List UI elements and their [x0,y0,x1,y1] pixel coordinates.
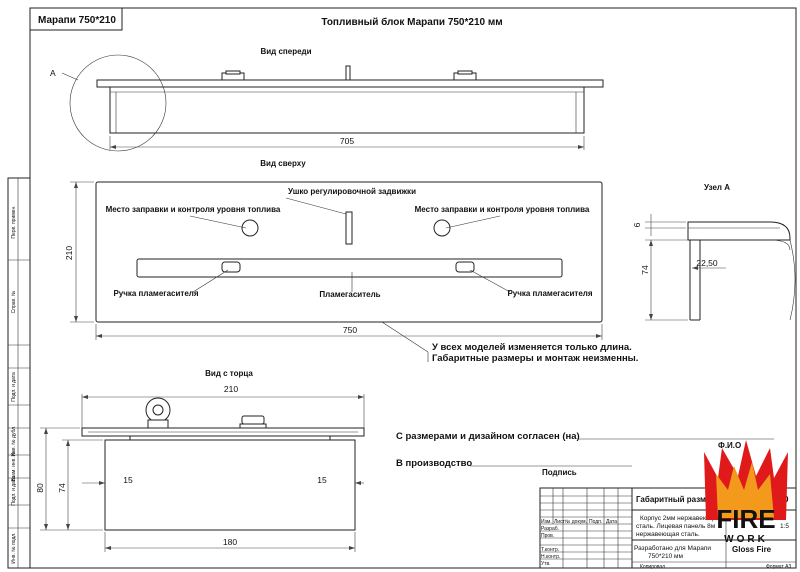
note-line-2: Габаритные размеры и монтаж неизменны. [432,353,638,364]
row-label-doc: № докум. [565,519,587,525]
agreed-text: С размерами и дизайном согласен (на) [396,431,580,442]
note-line-1: У всех моделей изменяется только длина. [432,342,632,353]
row-label-prov: Пров. [541,533,554,539]
node-a-dim-top: 6 [632,222,642,227]
end-view-title: Вид с торца [205,369,253,378]
material-line-3: нержавеющая сталь. [636,531,700,538]
flame-inner-icon [716,462,774,518]
extinguisher-slot [136,258,563,278]
row-label-tkontr: Т.контр. [541,547,559,553]
row-label-utv: Утв. [541,561,551,567]
material-line-1: Корпус 2мм нержавеющ [640,515,714,522]
developed-line-1: Разработано для Марапи [634,544,711,552]
top-dim-width: 750 [343,325,357,335]
end-dim-height-inner: 74 [57,483,67,493]
production-text: В производство [396,458,472,469]
handle-right-label: Ручка пламегасителя [507,289,592,298]
drawing-name: Габаритный разме [636,495,711,504]
node-a-title: Узел А [704,183,730,192]
node-a-dim-side: 74 [640,265,650,275]
top-view: Вид сверху Ушко регулировочной задвижки … [64,159,638,364]
side-strip-labels: Перв. примен. Справ. № Подп. и дата Инв.… [11,205,17,563]
firework-logo: FIRE WORK [704,440,788,545]
fill-right-label: Место заправки и контроля уровня топлива [415,205,590,214]
node-a-detail: Узел А 6 74 22,50 [632,183,796,321]
row-label-nkontr: Н.контр. [541,554,560,560]
row-label-razrab: Разраб. [541,526,559,532]
top-view-title: Вид сверху [260,159,306,168]
top-dim-height: 210 [64,246,74,260]
side-label-1: Перв. примен. [11,205,17,238]
callout-a-label: А [50,68,56,78]
node-a-dim-inner: 22,50 [696,258,718,268]
row-label-list: Лист [554,519,566,525]
row-label-izm: Изм. [541,519,552,525]
damper-label: Ушко регулировочной задвижки [288,187,416,196]
front-view-title: Вид спереди [260,47,311,56]
logo-word-bottom: WORK [724,534,768,545]
side-label-2: Справ. № [11,291,17,314]
format-left: Копировал [640,564,665,570]
row-label-sign: Подп. [589,519,602,525]
sheet-tab-label: Марапи 750*210 [38,15,116,26]
end-dim-left-gap: 15 [123,475,133,485]
row-label-date: Дата [606,519,617,525]
end-view: Вид с торца 210 80 74 15 [35,369,365,552]
fill-left-label: Место заправки и контроля уровня топлива [106,205,281,214]
scale-hint: 1:5 [780,523,789,530]
logo-word-top: FIRE [716,504,775,534]
side-label-3: Подп. и дата [11,372,17,402]
sheet-title: Топливный блок Марапи 750*210 мм [321,16,502,28]
end-dim-top: 210 [224,384,238,394]
fill-port-left [241,219,259,237]
front-dim-width: 705 [340,136,354,146]
company-name: Gloss Fire [732,545,772,554]
signature-caption: Подпись [542,468,577,477]
approval-block: С размерами и дизайном согласен (на) Ф.И… [396,431,774,477]
side-label-5: Взам. инв. № [11,451,17,482]
side-label-4: Инв. № дубл. [11,426,17,457]
extinguisher-label: Пламегаситель [319,290,380,299]
top-view-outline [95,181,603,323]
name-caption: Ф.И.О [718,441,741,450]
side-label-6: Подп. и дата [11,476,17,506]
damper-eye [345,211,353,245]
end-dim-right-gap: 15 [317,475,327,485]
material-line-2: сталь. Лицевая панель 8м [636,523,716,530]
callout-circle-a [69,54,167,152]
front-view: Вид спереди А 705 [50,47,604,152]
fill-port-right [433,219,451,237]
handle-left-label: Ручка пламегасителя [113,289,198,298]
sheet-tab: Марапи 750*210 [29,7,123,31]
developed-line-2: 750*210 мм [648,553,683,560]
end-dim-height-outer: 80 [35,483,45,493]
sheet-frame [7,7,797,569]
format-right: Формат А3 [766,564,791,570]
side-label-7: Инв. № подл. [11,532,17,563]
end-dim-bottom: 180 [223,537,237,547]
